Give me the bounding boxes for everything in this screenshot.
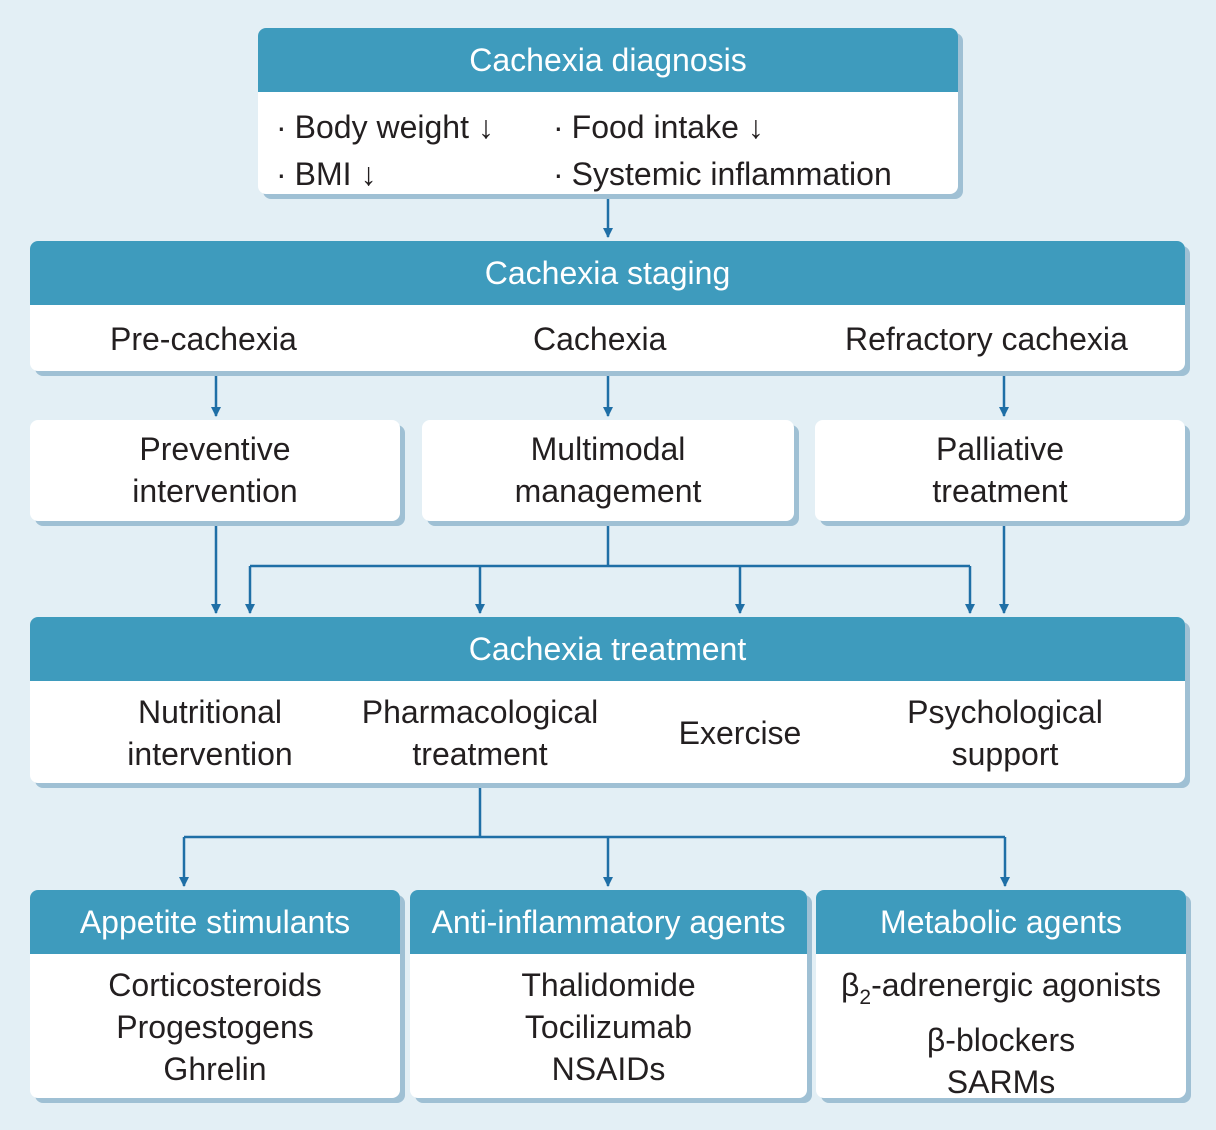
diagnosis-item-food-intake: ·Food intake ↓ [553,109,764,145]
agent-thalidomide: Thalidomide [521,967,696,1003]
appetite-stimulants-box: Appetite stimulants Corticosteroids Prog… [30,890,400,1098]
anti-inflammatory-agents-box: Anti-inflammatory agents Thalidomide Toc… [410,890,807,1098]
diagnosis-item-systemic-inflammation: ·Systemic inflammation [553,156,892,192]
anti-inflammatory-title: Anti-inflammatory agents [410,890,807,954]
multimodal-management-box: Multimodal management [422,420,794,521]
diagnosis-item-bmi: ·BMI ↓ [276,156,377,192]
multimodal-distribution-line [250,522,970,568]
preventive-intervention-box: Preventive intervention [30,420,400,521]
treatment-nutritional: Nutritional intervention [127,694,293,772]
agent-beta2-agonists: β2-adrenergic agonists [840,967,1162,1009]
treatment-title: Cachexia treatment [30,617,1185,681]
stage-refractory-cachexia: Refractory cachexia [845,321,1128,357]
multimodal-line1: Multimodal [530,431,686,467]
palliative-line2: treatment [932,473,1068,509]
diagnosis-title: Cachexia diagnosis [258,28,958,92]
metabolic-agents-title: Metabolic agents [816,890,1186,954]
agent-ghrelin: Ghrelin [163,1051,267,1087]
agent-beta-blockers: β-blockers [926,1022,1076,1058]
stage-pre-cachexia: Pre-cachexia [110,321,297,357]
diagnosis-item-body-weight: ·Body weight ↓ [276,109,494,145]
treatment-psychological: Psychological support [907,694,1103,772]
agent-sarms: SARMs [946,1064,1056,1098]
agent-progestogens: Progestogens [116,1009,314,1045]
multimodal-line2: management [514,473,702,509]
palliative-treatment-box: Palliative treatment [815,420,1185,521]
palliative-line1: Palliative [935,431,1065,467]
agent-nsaids: NSAIDs [551,1051,666,1087]
agent-corticosteroids: Corticosteroids [108,967,322,1003]
stage-cachexia: Cachexia [533,321,667,357]
appetite-stimulants-title: Appetite stimulants [30,890,400,954]
preventive-line1: Preventive [139,431,291,467]
diagnosis-box: Cachexia diagnosis ·Body weight ↓ ·Food … [258,28,958,194]
preventive-line2: intervention [132,473,298,509]
agent-tocilizumab: Tocilizumab [524,1009,693,1045]
staging-box: Cachexia staging Pre-cachexia Cachexia R… [30,241,1185,371]
treatment-box: Cachexia treatment Nutritional intervent… [30,617,1185,783]
pharmacological-distribution-line [184,785,1005,839]
treatment-pharmacological: Pharmacological treatment [361,694,599,772]
staging-title: Cachexia staging [30,241,1185,305]
metabolic-agents-box: Metabolic agents β2-adrenergic agonists … [816,890,1186,1098]
treatment-exercise: Exercise [678,715,802,751]
